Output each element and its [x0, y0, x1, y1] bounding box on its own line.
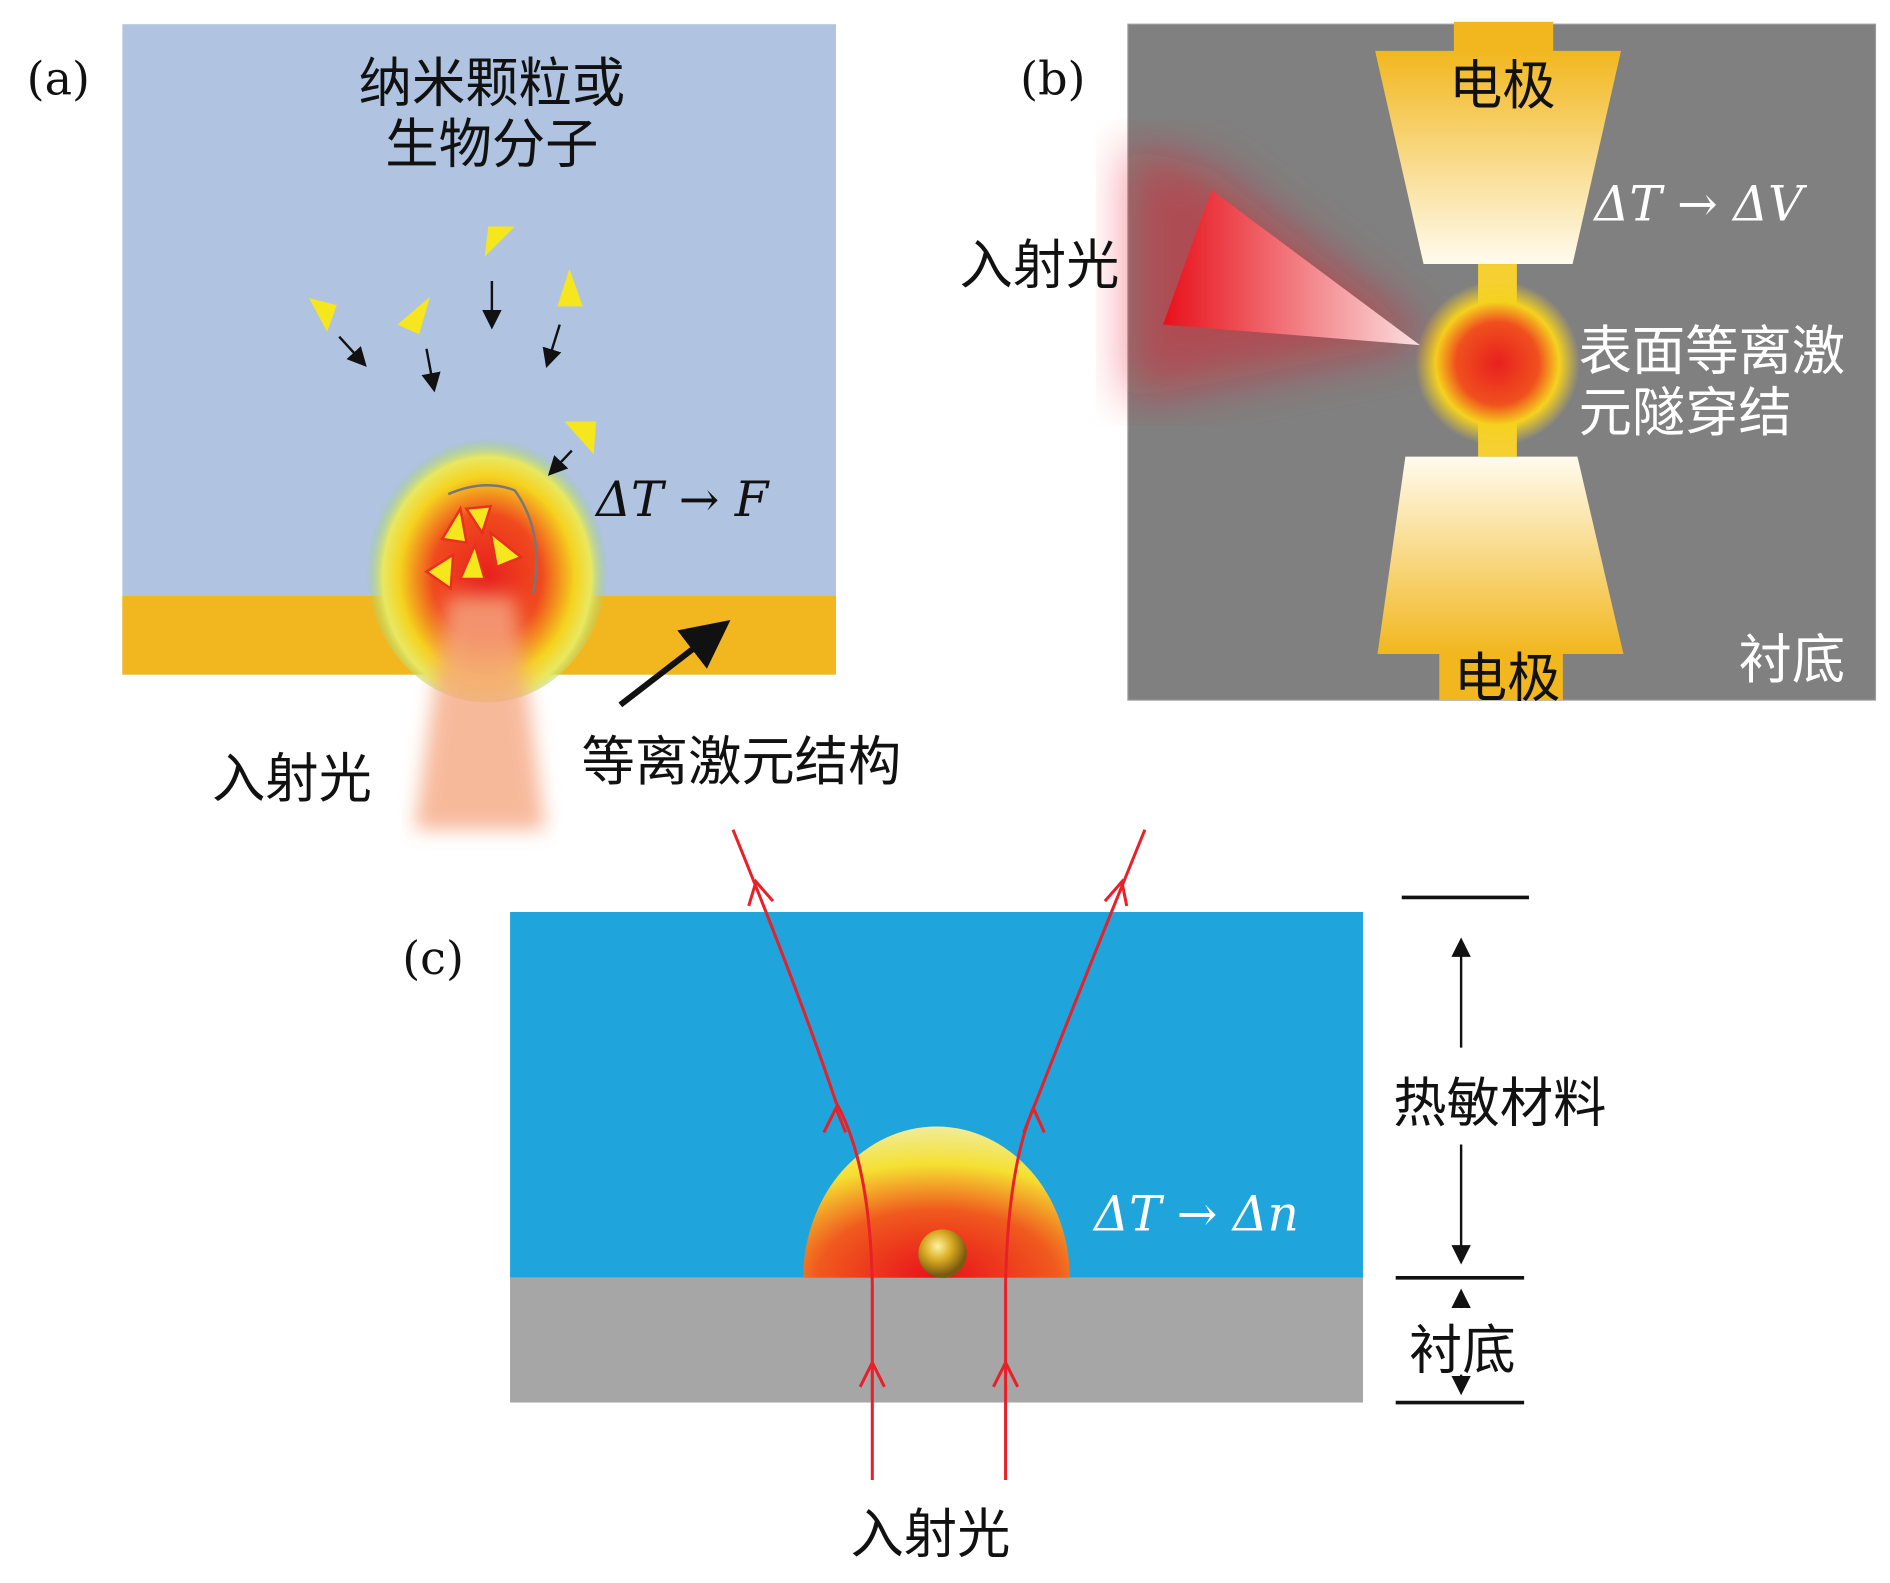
plasmonic-structure-label: 等离激元结构 — [582, 731, 902, 793]
substrate — [510, 1277, 1363, 1403]
substrate-label: 衬底 — [1739, 629, 1846, 691]
panel-c: (c) ΔT → Δn 热敏材料 衬底 入射光 — [402, 829, 1606, 1566]
nanoparticle — [918, 1229, 967, 1278]
electrode-top — [1375, 50, 1622, 265]
incident-light-label: 入射光 — [960, 234, 1120, 296]
thickness-brackets — [1395, 895, 1529, 1405]
force-equation: ΔT → F — [594, 472, 771, 528]
light-rays — [731, 829, 1147, 1481]
motion-arrows — [338, 280, 573, 476]
index-equation: ΔT → Δn — [1092, 1187, 1299, 1243]
incident-light-label: 入射光 — [851, 1504, 1011, 1566]
panel-a-label: (a) — [27, 51, 90, 105]
junction-hotspot — [1415, 280, 1580, 446]
incident-light-beam — [414, 595, 546, 830]
panel-b-label: (b) — [1020, 51, 1085, 105]
material-label: 热敏材料 — [1393, 1073, 1606, 1135]
junction-label-line1: 表面等离激 — [1579, 320, 1845, 382]
voltage-equation: ΔT → ΔV — [1592, 176, 1808, 232]
electrode-bottom-label: 电极 — [1454, 647, 1561, 709]
particle-trajectory — [447, 484, 538, 594]
panel-a: (a) 纳米颗粒或 生物分子 ΔT → F 入射光 等离激元结构 — [27, 24, 902, 830]
junction-label-line2: 元隧穿结 — [1579, 382, 1792, 444]
particles-label-line1: 纳米颗粒或 — [359, 53, 625, 115]
panel-b: 电极 电极 ΔT → ΔV 表面等离激 元隧穿结 衬底 入射光 (b) — [960, 21, 1877, 709]
heat-glow — [365, 423, 609, 703]
electrode-top-label: 电极 — [1449, 55, 1556, 117]
electrode-bottom — [1377, 456, 1624, 655]
structure-pointer-arrow — [618, 619, 731, 708]
incident-light-beam — [1163, 190, 1420, 346]
particles-label-line2: 生物分子 — [385, 113, 598, 175]
panel-c-label: (c) — [402, 931, 464, 985]
incident-light-label: 入射光 — [212, 748, 372, 810]
substrate-label: 衬底 — [1409, 1320, 1516, 1382]
